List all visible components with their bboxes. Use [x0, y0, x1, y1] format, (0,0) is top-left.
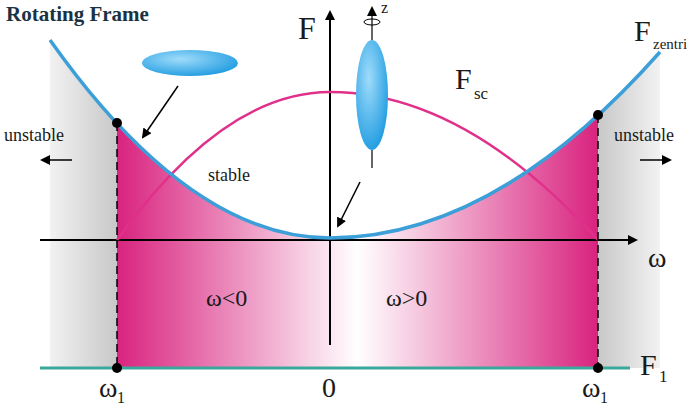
tick-label: ω	[582, 374, 600, 402]
curve-label: F	[455, 64, 472, 94]
region-label: unstable	[4, 126, 64, 144]
tick-subscript: 1	[600, 390, 608, 406]
tick-label: ω	[99, 374, 117, 402]
point	[112, 363, 122, 373]
shaded-regions	[50, 0, 660, 368]
point	[112, 118, 122, 128]
curve-label: F	[634, 16, 651, 46]
flat-ellipsoid	[142, 50, 238, 76]
rotation-symbol	[364, 19, 380, 25]
curve-subscript: zentri	[653, 37, 687, 52]
z-axis	[371, 8, 372, 40]
pointer-arrow	[338, 182, 360, 226]
point	[593, 110, 603, 120]
axis-label: ω	[648, 244, 666, 272]
omega1-line	[597, 115, 599, 368]
pointer-arrow	[143, 86, 178, 137]
line-label: F	[640, 350, 657, 380]
tick-subscript: 1	[117, 390, 125, 406]
axis-label: F	[298, 12, 316, 44]
curve-subscript: sc	[474, 85, 488, 102]
omega1-line	[116, 123, 118, 368]
direction-arrow	[640, 159, 670, 161]
tick-label: 0	[322, 374, 336, 402]
point	[593, 363, 603, 373]
force-axis	[329, 12, 331, 345]
line-subscript: 1	[659, 368, 668, 385]
region-label: ω>0	[386, 286, 427, 310]
z-axis	[371, 150, 372, 168]
region-label: unstable	[614, 126, 674, 144]
fzentri-curve	[50, 40, 660, 238]
prolate-ellipsoid	[356, 40, 388, 150]
f1-line	[40, 367, 630, 370]
region-label: ω<0	[206, 286, 247, 310]
axis-label: z	[381, 0, 388, 16]
region-label: stable	[208, 166, 250, 184]
title: Rotating Frame	[6, 4, 149, 25]
direction-arrow	[42, 159, 72, 161]
